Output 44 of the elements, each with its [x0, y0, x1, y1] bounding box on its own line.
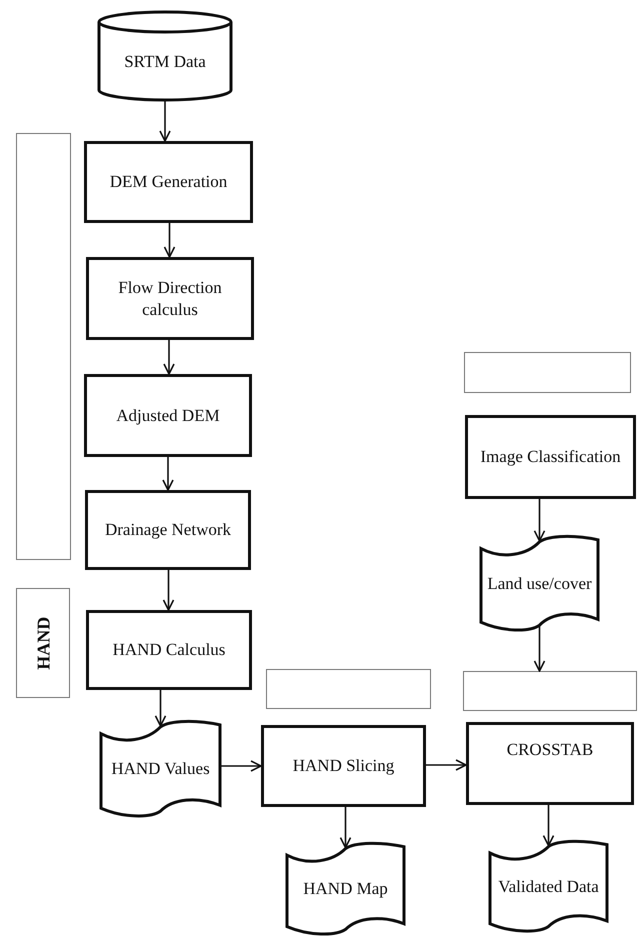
- vertical-label: HAND: [32, 616, 54, 672]
- process-box: [86, 257, 254, 340]
- empty-box: [266, 669, 431, 709]
- node-text: HAND Slicing: [292, 755, 396, 777]
- empty-box: [464, 352, 631, 393]
- arrow: [534, 624, 546, 672]
- process-box: [86, 610, 252, 690]
- process-box: [84, 374, 252, 457]
- arrow: [340, 807, 352, 848]
- process-box: [466, 722, 634, 805]
- node-text: Validated Data: [497, 876, 600, 898]
- node-text: Flow Direction calculus: [117, 277, 223, 320]
- node-text: Land use/cover: [486, 572, 593, 594]
- arrow: [534, 499, 546, 542]
- process-box: [465, 415, 636, 499]
- node-text: HAND Calculus: [112, 639, 226, 661]
- database-cylinder: [97, 12, 233, 100]
- document-shape: [488, 840, 609, 933]
- node-text: HAND Map: [302, 878, 389, 900]
- process-box: [261, 725, 426, 807]
- node-text: SRTM Data: [123, 51, 207, 73]
- document-shape: [99, 720, 222, 818]
- arrow: [154, 690, 166, 727]
- arrow: [163, 340, 175, 375]
- process-box: [85, 490, 251, 570]
- empty-box: [16, 133, 71, 560]
- arrow: [162, 457, 174, 491]
- arrow: [162, 570, 174, 611]
- empty-box: [463, 671, 637, 711]
- node-text: CROSSTAB: [506, 739, 594, 760]
- process-box: [84, 141, 253, 223]
- arrow: [542, 805, 554, 846]
- arrow: [164, 223, 176, 258]
- node-text: Drainage Network: [104, 519, 232, 541]
- document-shape: [479, 535, 600, 632]
- arrow: [159, 100, 171, 142]
- arrow: [220, 760, 262, 772]
- node-text: Image Classification: [479, 446, 622, 468]
- label-box: [16, 588, 70, 698]
- document-shape: [285, 842, 406, 936]
- arrow: [426, 759, 467, 771]
- node-text: Adjusted DEM: [115, 404, 221, 426]
- node-text: HAND Values: [110, 758, 211, 780]
- node-text: DEM Generation: [108, 171, 228, 193]
